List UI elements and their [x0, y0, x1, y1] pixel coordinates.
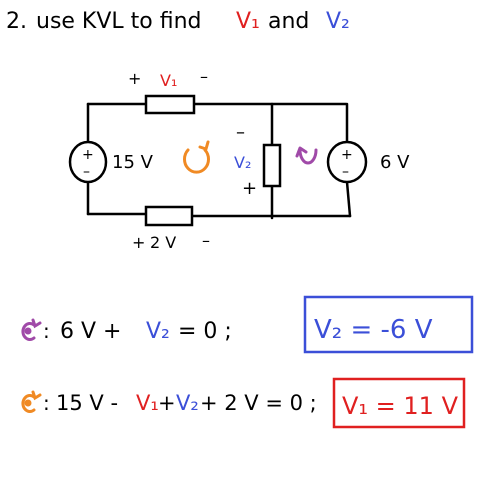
eq2-lhs: 15 V - [56, 391, 118, 415]
eq1-lhs: 6 V + [60, 319, 121, 344]
purple-loop-icon [295, 146, 318, 165]
bottom-resistor-plus: + [132, 233, 145, 252]
top-resistor-v1: V₁ [160, 71, 177, 90]
top-resistor-plus: + [128, 69, 141, 88]
loop-arrows [183, 140, 318, 174]
middle-resistor-plus: + [242, 178, 257, 199]
right-source-value: 6 V [380, 152, 410, 173]
title-v1: V₁ [236, 9, 260, 34]
eq1-rhs: = 0 ; [178, 319, 232, 344]
wire-right-bottom [345, 180, 352, 218]
component-labels: + V₁ – + 2 V – + – 15 V – V₂ + + – 6 V [82, 67, 410, 252]
bottom-resistor-minus: – [202, 231, 210, 250]
top-resistor [144, 94, 196, 115]
equation-purple-loop: : 6 V + V₂ = 0 ; V₂ = -6 V [21, 295, 474, 354]
eq2-v2: V₂ [176, 391, 199, 415]
circuit-wires [86, 102, 352, 220]
orange-loop-icon [183, 140, 210, 174]
problem-statement: use KVL to find [36, 9, 202, 34]
left-source-plus: + [82, 147, 94, 163]
top-resistor-minus: – [200, 67, 208, 86]
eq1-result-box [303, 295, 474, 354]
middle-resistor [262, 143, 282, 188]
right-source-plus: + [341, 147, 353, 163]
equation-orange-loop: : 15 V - V₁ + V₂ + 2 V = 0 ; V₁ = 11 V [21, 377, 466, 429]
left-source-value: 15 V [112, 152, 154, 173]
title-and: and [268, 9, 309, 34]
purple-loop-marker-icon [21, 318, 42, 341]
problem-title: 2. use KVL to find V₁ and V₂ [6, 9, 350, 34]
title-v2: V₂ [326, 9, 350, 34]
right-source-minus: – [342, 164, 349, 180]
eq1-colon: : [43, 319, 50, 343]
eq2-result: V₁ = 11 V [342, 392, 459, 420]
orange-loop-marker-icon [21, 390, 42, 413]
eq2-v1: V₁ [136, 391, 159, 415]
eq2-result-box [332, 377, 466, 429]
middle-resistor-v2: V₂ [234, 153, 251, 172]
middle-resistor-minus: – [236, 122, 245, 143]
eq2-plus: + [158, 391, 176, 415]
right-voltage-source [326, 140, 368, 184]
eq1-result: V₂ = -6 V [314, 315, 433, 345]
left-source-minus: – [83, 164, 90, 180]
eq2-rhs: + 2 V = 0 ; [200, 391, 317, 415]
eq2-colon: : [43, 391, 50, 415]
bottom-resistor [144, 205, 194, 227]
left-voltage-source [68, 140, 108, 184]
bottom-resistor-value: 2 V [150, 233, 176, 252]
eq1-v2: V₂ [146, 319, 170, 344]
circuit-components [68, 94, 368, 227]
problem-number: 2. [6, 9, 27, 34]
